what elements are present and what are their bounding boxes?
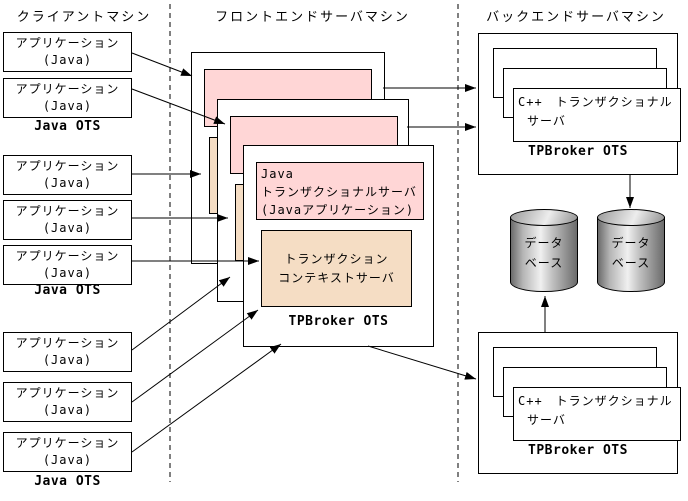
app-box-title: アプリケーション	[15, 436, 120, 450]
context-server-label: トランザクション コンテキストサーバ	[278, 250, 395, 288]
java-server-line3: (Javaアプリケーション)	[261, 203, 415, 217]
java-transactional-server-box: Java トランザクショナルサーバ (Javaアプリケーション)	[256, 162, 424, 220]
context-server-line2: コンテキストサーバ	[278, 270, 395, 285]
app-box-title: アプリケーション	[15, 249, 120, 263]
app-box-title: アプリケーション	[15, 386, 120, 400]
java-ots-label: Java OTS	[34, 119, 101, 134]
tpbroker-ots-label: TPBroker OTS	[288, 314, 389, 329]
java-ots-label: Java OTS	[34, 474, 101, 489]
client-app-box: アプリケーション (Java)	[3, 382, 132, 422]
database-cylinder-right: データ ベース	[597, 209, 665, 293]
backend-server-group-top: C++ トランザクショナル サーバ TPBroker OTS	[478, 33, 681, 175]
app-box-subtitle: (Java)	[42, 221, 93, 235]
server-window-front: Java トランザクショナルサーバ (Javaアプリケーション) トランザクショ…	[243, 145, 434, 347]
database-line1: データ	[611, 236, 651, 250]
app-box-title: アプリケーション	[15, 36, 120, 50]
database-line2: ベース	[524, 256, 564, 270]
cpp-server-line1: C++ トランザクショナル	[518, 95, 673, 109]
context-server-line1: トランザクション	[284, 251, 389, 266]
transaction-context-server-box: トランザクション コンテキストサーバ	[261, 230, 412, 307]
database-label: データ ベース	[597, 233, 665, 273]
cpp-transactional-server-box: C++ トランザクショナル サーバ	[513, 88, 681, 142]
cpp-transactional-server-box: C++ トランザクショナル サーバ	[513, 387, 681, 441]
app-box-title: アプリケーション	[15, 204, 120, 218]
cylinder-top	[597, 209, 665, 226]
client-app-box: アプリケーション (Java)	[3, 245, 132, 285]
app-box-subtitle: (Java)	[42, 266, 93, 280]
tpbroker-ots-label: TPBroker OTS	[528, 144, 628, 159]
app-box-subtitle: (Java)	[42, 53, 93, 67]
client-app-box: アプリケーション (Java)	[3, 32, 132, 72]
java-server-line1: Java	[261, 167, 294, 181]
app-box-subtitle: (Java)	[42, 176, 93, 190]
app-box-subtitle: (Java)	[42, 403, 93, 417]
java-server-line2: トランザクショナルサーバ	[261, 185, 417, 199]
cpp-server-line2: サーバ	[527, 413, 566, 427]
database-label: データ ベース	[510, 233, 578, 273]
app-box-subtitle: (Java)	[42, 453, 93, 467]
column-header-client: クライアントマシン	[16, 10, 152, 25]
cpp-server-line1: C++ トランザクショナル	[518, 394, 673, 408]
app-box-subtitle: (Java)	[42, 353, 93, 367]
app-box-title: アプリケーション	[15, 159, 120, 173]
column-header-frontend: フロントエンドサーバマシン	[215, 10, 410, 25]
app-box-title: アプリケーション	[15, 82, 120, 96]
client-app-box: アプリケーション (Java)	[3, 200, 132, 240]
database-line1: データ	[524, 236, 564, 250]
cylinder-top	[510, 209, 578, 226]
client-app-box: アプリケーション (Java)	[3, 155, 132, 195]
column-header-backend: バックエンドサーバマシン	[486, 10, 666, 25]
cpp-server-line2: サーバ	[527, 114, 566, 128]
app-box-title: アプリケーション	[15, 336, 120, 350]
tpbroker-ots-label: TPBroker OTS	[528, 443, 628, 458]
backend-server-group-bottom: C++ トランザクショナル サーバ TPBroker OTS	[478, 332, 681, 474]
client-app-box: アプリケーション (Java)	[3, 432, 132, 472]
client-app-box: アプリケーション (Java)	[3, 332, 132, 372]
cylinder-body	[597, 217, 665, 292]
java-ots-label: Java OTS	[34, 283, 101, 298]
cylinder-body	[510, 217, 578, 292]
client-app-box: アプリケーション (Java)	[3, 78, 132, 118]
database-cylinder-left: データ ベース	[510, 209, 578, 293]
database-line2: ベース	[611, 256, 651, 270]
app-box-subtitle: (Java)	[42, 99, 93, 113]
